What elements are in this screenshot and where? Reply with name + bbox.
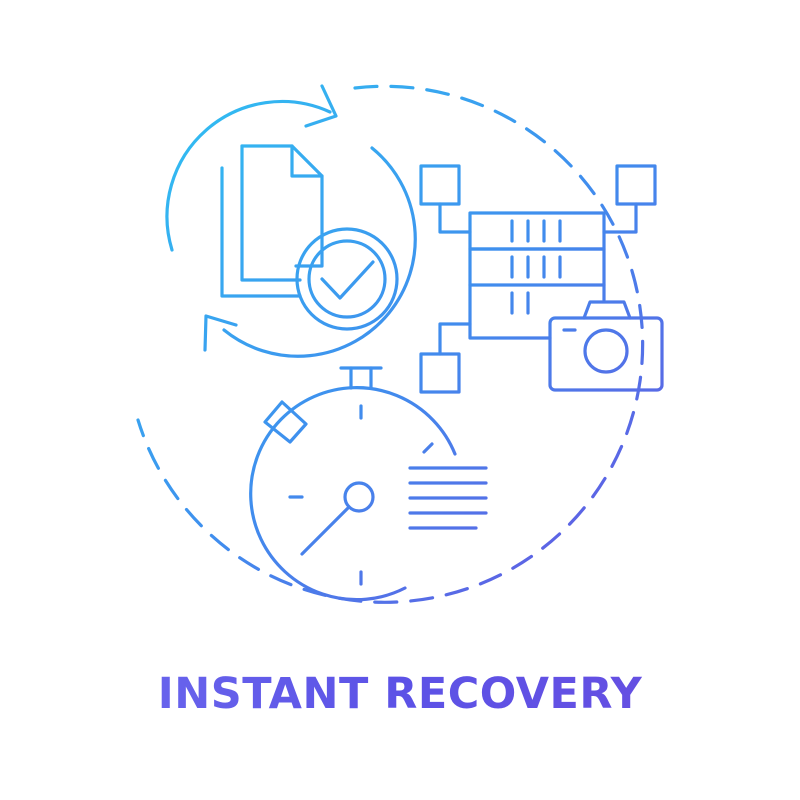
refresh-arrows-icon (165, 84, 417, 358)
server-network-icon (419, 164, 657, 394)
stopwatch-icon (249, 366, 488, 602)
documents-icon (220, 144, 324, 298)
check-badge-icon (295, 227, 399, 331)
camera-icon (548, 300, 664, 392)
dashed-circle (136, 84, 645, 604)
caption-title: INSTANT RECOVERY (0, 664, 800, 724)
